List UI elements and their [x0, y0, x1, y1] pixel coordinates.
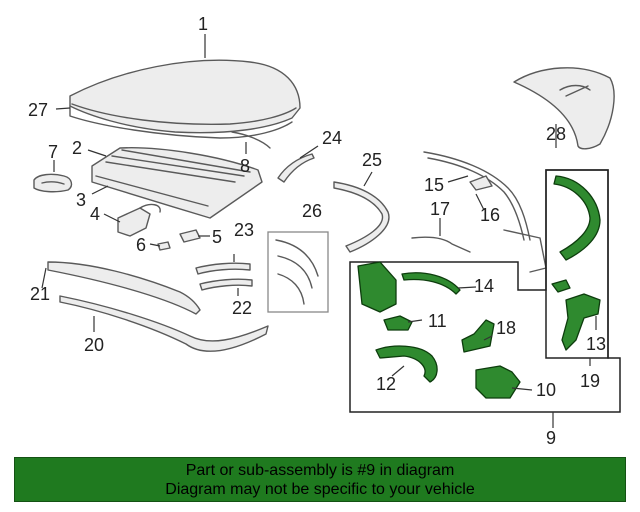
callout-5: 5: [212, 227, 222, 247]
callout-13: 13: [586, 334, 606, 354]
callout-26: 26: [302, 201, 322, 221]
part-front-header: [47, 261, 201, 315]
banner-line-disclaimer: Diagram may not be specific to your vehi…: [165, 481, 475, 498]
callout-16: 16: [480, 205, 500, 225]
part-latch: [117, 203, 161, 237]
callout-18: 18: [496, 318, 516, 338]
part-trim-strip: [231, 131, 271, 149]
part-19-group-box: [545, 169, 609, 359]
callout-4: 4: [90, 204, 100, 224]
callout-21: 21: [30, 284, 50, 304]
callout-17: 17: [430, 199, 450, 219]
banner-line-part-info: Part or sub-assembly is #9 in diagram: [185, 462, 455, 479]
callout-6: 6: [136, 235, 146, 255]
callout-22: 22: [232, 298, 252, 318]
callout-24: 24: [322, 128, 342, 148]
callout-23: 23: [234, 220, 254, 240]
part-cable: [411, 236, 471, 253]
part-26-seals: [275, 239, 319, 305]
part-side-rail: [423, 151, 547, 273]
leader-lines: [41, 34, 597, 428]
callout-11: 11: [428, 311, 447, 331]
callout-7: 7: [48, 142, 58, 162]
part-roof-frame: [91, 147, 263, 219]
callout-19: 19: [580, 371, 600, 391]
part-small-clips: [157, 229, 201, 251]
callout-2: 2: [72, 138, 82, 158]
callout-28: 28: [546, 124, 566, 144]
part-side-seal: [333, 181, 390, 253]
callout-labels: 1 2 3 4 5 6 7 8 9 10 11 12 13 14 15 16 1…: [28, 14, 606, 448]
part-seal-strip: [277, 153, 315, 183]
callout-20: 20: [84, 335, 104, 355]
info-banner: Part or sub-assembly is #9 in diagram Di…: [14, 457, 626, 502]
callout-10: 10: [536, 380, 556, 400]
part-26-group-box: [267, 231, 329, 313]
callout-9: 9: [546, 428, 556, 448]
part-front-seal: [59, 295, 269, 352]
callout-25: 25: [362, 150, 382, 170]
part-rear-window: [513, 67, 615, 150]
callout-8: 8: [240, 156, 250, 176]
callout-3: 3: [76, 190, 86, 210]
part-9-linkage-components: [357, 175, 601, 399]
callout-1: 1: [198, 14, 208, 34]
part-handle: [33, 173, 73, 193]
callout-12: 12: [376, 374, 396, 394]
callout-14: 14: [474, 276, 494, 296]
callout-15: 15: [424, 175, 444, 195]
part-trim-pieces: [195, 262, 253, 291]
part-hardtop-shell: [69, 59, 301, 139]
callout-27: 27: [28, 100, 48, 120]
